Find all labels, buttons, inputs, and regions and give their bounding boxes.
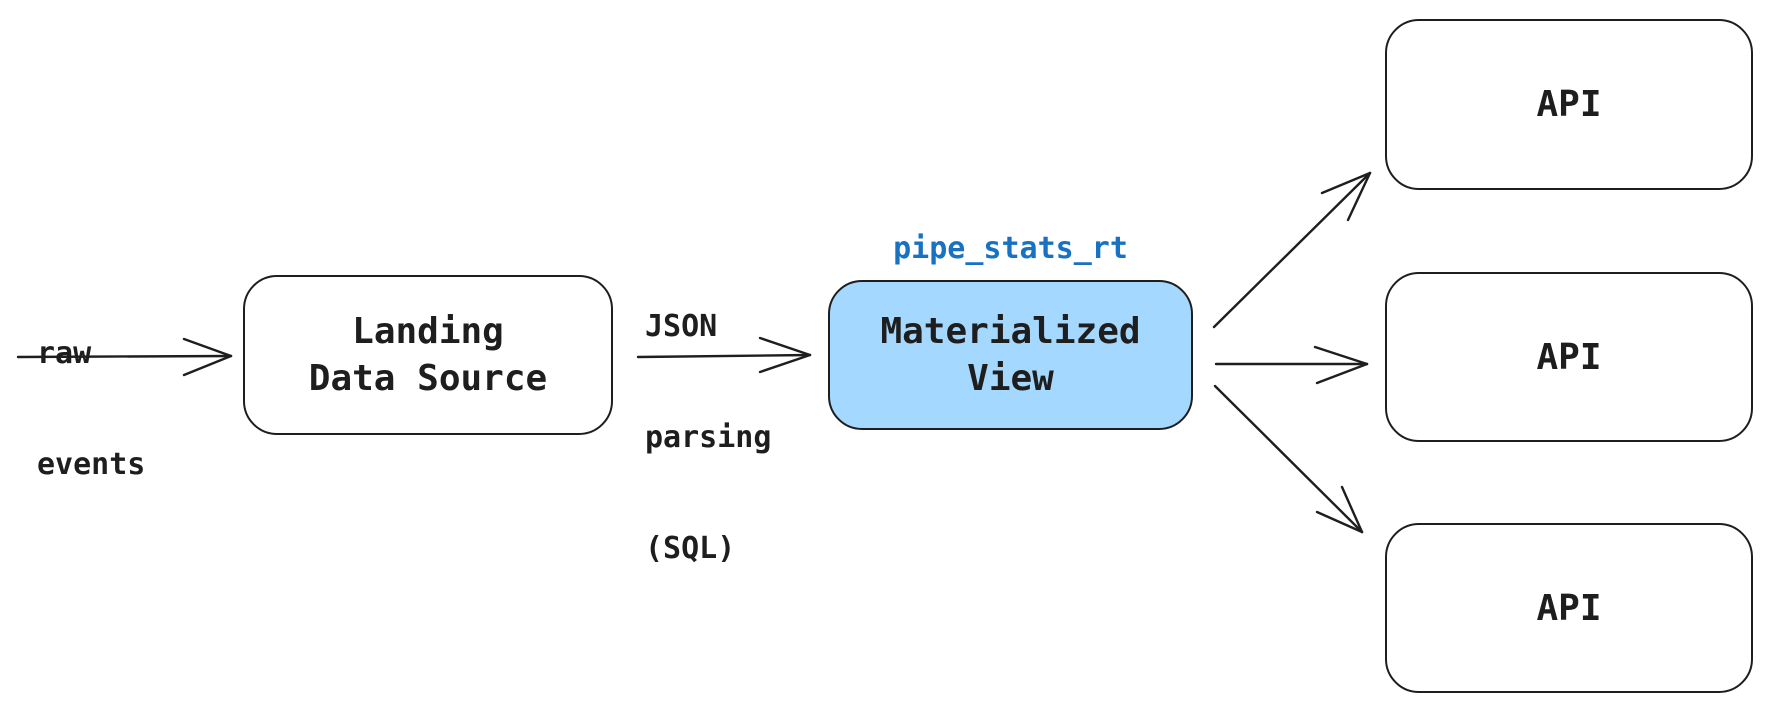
node-label-line: Landing [352, 311, 504, 352]
node-api-bottom: API [1385, 523, 1753, 693]
arrow-materialized-view-to-api-middle [1214, 345, 1369, 385]
arrow-materialized-view-to-api-top [1212, 171, 1372, 329]
edge-label-line: raw [37, 336, 92, 371]
materialized-view-annotation: pipe_stats_rt [893, 231, 1128, 266]
arrow-raw-events-to-landing [16, 337, 233, 377]
edge-label-line: parsing [645, 420, 772, 455]
node-api-middle: API [1385, 272, 1753, 442]
edge-label-line: JSON [645, 309, 718, 344]
edge-label-line: (SQL) [645, 531, 736, 566]
node-materialized-view: Materialized View [828, 280, 1193, 430]
node-label-line: View [967, 358, 1054, 399]
node-api-top: API [1385, 19, 1753, 190]
edge-label-line: events [37, 447, 146, 482]
node-label-line: API [1536, 84, 1602, 125]
node-label-line: Data Source [308, 358, 548, 399]
node-label-line: API [1536, 587, 1602, 629]
node-landing-data-source: Landing Data Source [243, 275, 613, 435]
arrow-landing-to-materialized-view [636, 336, 812, 374]
node-label-line: API [1536, 336, 1602, 378]
edge-label-raw-events: raw events [37, 261, 145, 557]
arrow-materialized-view-to-api-bottom [1213, 384, 1364, 534]
edge-label-json-parsing: JSON parsing (SQL) [645, 234, 771, 641]
node-label-line: Materialized [880, 311, 1141, 352]
